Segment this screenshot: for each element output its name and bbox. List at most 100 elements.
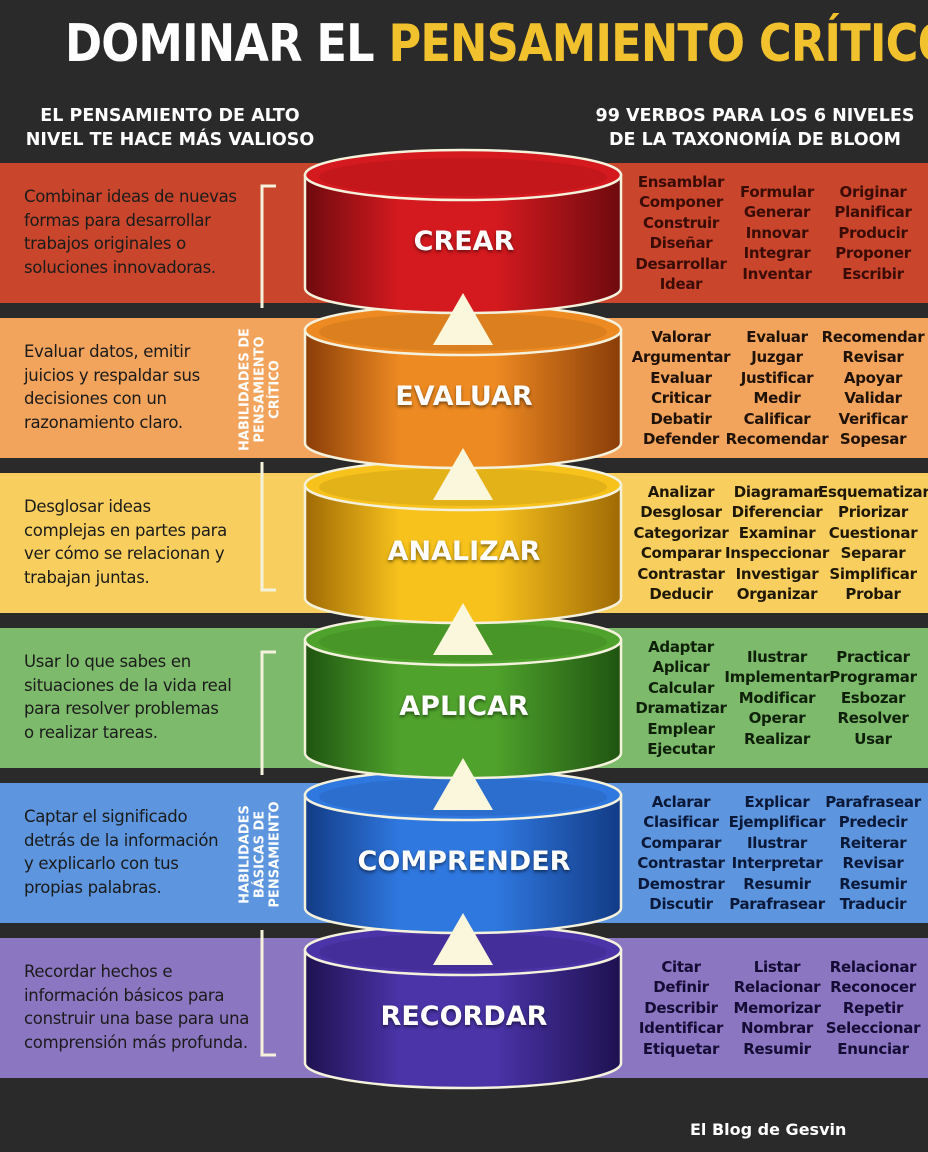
description-line: complejas en partes para xyxy=(24,520,227,540)
verb: Analizar xyxy=(647,482,715,501)
verb: Clasificar xyxy=(643,813,719,831)
verb: Investigar xyxy=(735,564,819,583)
verb: Realizar xyxy=(744,729,810,748)
bracket-analizar xyxy=(260,462,276,592)
arrow-up-icon xyxy=(433,448,493,500)
arrow-up-icon xyxy=(433,758,493,810)
verb: Formular xyxy=(740,182,814,201)
level-description: Desglosar ideas complejas en partes para v… xyxy=(24,495,264,589)
verb: Probar xyxy=(845,585,901,603)
verb: Seleccionar xyxy=(825,1019,921,1038)
verb: Resumir xyxy=(743,874,811,893)
subtitle-right: 99 VERBOS PARA LOS 6 NIVELES DE LA TAXON… xyxy=(590,104,920,152)
verb: Resumir xyxy=(743,1039,811,1058)
verb: Componer xyxy=(639,193,723,211)
verb: Aclarar xyxy=(651,792,711,811)
verb: Resolver xyxy=(837,709,909,728)
verb: Contrastar xyxy=(637,564,725,583)
verb: Modificar xyxy=(738,688,816,707)
description-line: Evaluar datos, emitir xyxy=(24,342,191,361)
description-line: detrás de la información xyxy=(24,830,219,850)
verb: Traducir xyxy=(839,895,907,913)
verb: Etiquetar xyxy=(642,1039,720,1058)
verb: Desglosar xyxy=(640,503,722,521)
verb: Recomendar xyxy=(821,327,925,346)
verb: Repetir xyxy=(842,998,904,1017)
verb: Generar xyxy=(743,203,811,222)
verb: Revisar xyxy=(842,854,904,872)
verb: Desarrollar xyxy=(635,254,727,273)
verb: Reconocer xyxy=(830,978,916,997)
description-line: o realizar tareas. xyxy=(24,722,158,742)
verb: Programar xyxy=(829,668,917,687)
cylinder-body xyxy=(303,948,623,1090)
cylinder-top-shade xyxy=(319,158,607,196)
verb: Innovar xyxy=(745,223,809,242)
verb: Nombrar xyxy=(740,1019,814,1038)
level-label: CREAR xyxy=(413,226,515,257)
bracket-recordar xyxy=(260,930,276,1057)
level-label: EVALUAR xyxy=(395,381,533,412)
verb: Diagramar xyxy=(733,482,821,501)
description-line: ver cómo se relacionan y xyxy=(24,544,225,563)
verb: Diferenciar xyxy=(731,503,823,521)
side-label-basic: HABILIDADES BÁSICAS DE PENSAMIENTO xyxy=(238,780,283,930)
verb: Demostrar xyxy=(637,874,725,893)
verb: Definir xyxy=(653,978,709,997)
verb: Adaptar xyxy=(648,637,714,656)
description-line: formas para desarrollar xyxy=(24,210,211,230)
description-line: Desglosar ideas xyxy=(24,497,151,516)
verb: Diseñar xyxy=(649,234,713,252)
description-line: trabajan juntas. xyxy=(24,567,150,587)
verb: Apoyar xyxy=(843,368,903,387)
subtitle-left: EL PENSAMIENTO DE ALTO NIVEL TE HACE MÁS… xyxy=(20,104,320,152)
arrow-up-icon xyxy=(433,603,493,655)
title-yellow: PENSAMIENTO CRÍTICO xyxy=(388,14,928,74)
description-line: construir una base para una xyxy=(24,1009,250,1028)
verb: Debatir xyxy=(650,409,712,428)
side-label-line: HABILIDADES xyxy=(237,805,253,904)
verb: Listar xyxy=(753,957,801,976)
verb: Organizar xyxy=(736,585,818,603)
verb: Relacionar xyxy=(733,978,821,997)
verb: Practicar xyxy=(836,647,910,666)
verb: Dramatizar xyxy=(635,699,727,717)
verb: Escribir xyxy=(842,264,904,283)
verb: Categorizar xyxy=(633,523,729,542)
verb: Implementar xyxy=(724,668,830,687)
description-line: soluciones innovadoras. xyxy=(24,257,216,277)
verb: Reiterar xyxy=(839,833,907,852)
subtitle-left-line: EL PENSAMIENTO DE ALTO xyxy=(40,106,300,126)
side-label-critical: HABILIDADES DE PENSAMIENTO CRÍTICO xyxy=(238,315,283,465)
verb: Calificar xyxy=(743,409,811,428)
verb: Verificar xyxy=(838,409,908,428)
verb: Validar xyxy=(844,389,902,407)
description-line: Usar lo que sabes en xyxy=(24,652,191,671)
description-line: situaciones de la vida real xyxy=(24,675,232,695)
verb: Integrar xyxy=(743,244,811,263)
bracket-aplicar xyxy=(260,650,276,775)
description-line: razonamiento claro. xyxy=(24,412,183,432)
level-label: COMPRENDER xyxy=(357,846,571,877)
verb: Separar xyxy=(840,544,906,562)
side-label-line: PENSAMIENTO xyxy=(267,801,283,908)
verb: Ilustrar xyxy=(746,833,808,852)
cylinder-top xyxy=(303,148,623,202)
page-title: DOMINAR EL PENSAMIENTO CRÍTICO xyxy=(65,14,928,74)
verb: Discutir xyxy=(649,895,713,913)
verb: Interpretar xyxy=(731,854,823,872)
